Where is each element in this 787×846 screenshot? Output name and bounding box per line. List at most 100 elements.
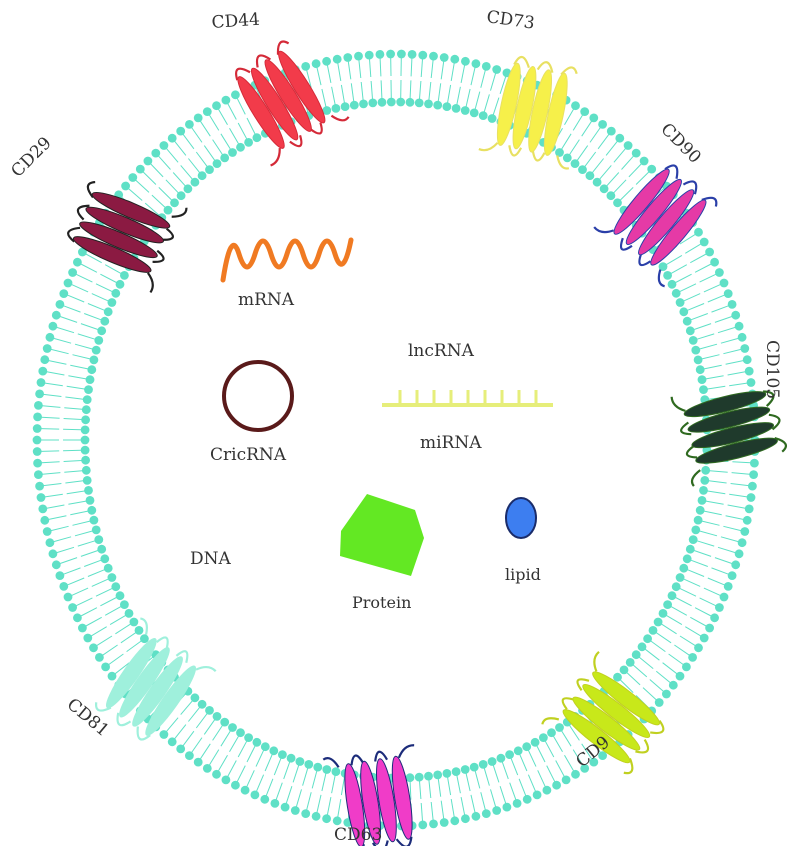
lipid-head-inner [81, 455, 90, 465]
lipid-head-outer [101, 662, 110, 672]
lipid-tail [220, 133, 231, 150]
lipid-head-inner [414, 98, 424, 108]
protein-strand [683, 391, 767, 418]
lipid-tail [227, 760, 237, 777]
lipid-head-inner [496, 753, 506, 763]
lipid-tail [420, 802, 423, 821]
lipid-tail [302, 768, 309, 786]
membrane-protein-cd90 [593, 164, 718, 288]
lipid-tail [91, 293, 109, 302]
lipid-head-inner [697, 375, 707, 384]
protein-strand [543, 72, 568, 156]
lipid-head-outer [202, 764, 212, 773]
lipid-tail [699, 597, 717, 607]
lipid-tail [46, 504, 65, 509]
lipid-tail [613, 179, 627, 194]
lipid-head-outer [744, 366, 754, 376]
lipid-tail [95, 587, 113, 597]
lipid-head-outer [719, 592, 729, 602]
lipid-head-inner [695, 365, 705, 375]
lipid-tail [275, 782, 283, 800]
lipid-head-inner [487, 757, 497, 766]
lipid-tail [50, 348, 69, 355]
lipid-head-inner [252, 133, 262, 143]
lipid-head-inner [663, 271, 672, 280]
lipid-tail [544, 740, 555, 758]
lipid-head-inner [433, 100, 443, 110]
lipid-tail [358, 60, 362, 79]
lipid-tail [620, 679, 634, 693]
lipid-head-inner [451, 104, 461, 113]
lipid-tail [229, 735, 239, 753]
lipid-head-inner [693, 515, 703, 525]
lipid-head-outer [231, 780, 240, 790]
lipid-head-inner [505, 750, 514, 759]
lipid-tail [509, 782, 517, 800]
lipid-head-outer [615, 133, 625, 143]
lipid-tail [727, 504, 746, 509]
lipid-head-inner [433, 770, 443, 780]
lipid-head-outer [73, 613, 82, 623]
lipid-tail [440, 800, 445, 819]
lipid-head-outer [45, 332, 55, 342]
lipid-head-outer [221, 775, 231, 785]
lipid-tail [584, 151, 597, 167]
lipid-head-outer [212, 101, 221, 111]
lipid-tail [347, 61, 352, 80]
lipid-tail [158, 155, 171, 170]
lipid-tail [670, 606, 688, 616]
lipid-head-outer [51, 560, 61, 570]
lipid-head-outer [33, 412, 42, 422]
lipid-head-inner [691, 345, 701, 355]
lipid-head-outer [260, 794, 270, 804]
lipid-head-inner [220, 153, 230, 163]
lipid-tail [655, 670, 671, 683]
lipid-tail [569, 725, 580, 741]
lipid-tail [666, 254, 683, 266]
lipid-head-outer [688, 653, 697, 662]
lipid-tail [447, 777, 452, 796]
lipid-head-outer [439, 818, 449, 827]
lipid-tail [605, 140, 618, 156]
lipid-head-inner [578, 165, 587, 175]
lipid-tail [188, 707, 200, 722]
lipid-head-inner [682, 316, 692, 326]
lipid-head-outer [354, 51, 363, 61]
lipid-tail [220, 730, 231, 747]
lipid-tail [166, 148, 179, 163]
lipid-head-inner [120, 600, 129, 609]
lipid-tail [120, 632, 136, 644]
lipid-head-outer [250, 790, 260, 800]
lipid-tail [370, 80, 373, 100]
lipid-tail [480, 792, 486, 810]
lipid-head-inner [89, 355, 99, 365]
lipid-head-inner [679, 563, 689, 573]
lipid-tail [53, 536, 72, 543]
mrna-wave-icon [220, 237, 354, 283]
lipid-tail [546, 765, 556, 782]
lipid-tail [283, 761, 291, 780]
lipid-tail [180, 165, 193, 180]
lipid-tail [490, 789, 497, 807]
lipid-head-outer [40, 355, 50, 365]
lipid-head-outer [55, 571, 65, 580]
lipid-tail [714, 316, 733, 323]
lipid-tail [589, 127, 601, 143]
lipid-tail [569, 139, 580, 155]
lipid-head-outer [705, 623, 714, 633]
lipid-tail [87, 303, 105, 311]
lipid-head-inner [111, 288, 121, 298]
lipid-tail [666, 614, 683, 626]
lipid-tail [96, 635, 113, 647]
lipid-head-outer [429, 51, 438, 61]
lipid-tail [447, 84, 452, 103]
lipid-tail [670, 264, 688, 274]
lipid-head-outer [176, 744, 186, 754]
protein-loops [478, 55, 578, 170]
lipid-tail [114, 662, 130, 675]
lipid-head-inner [340, 102, 350, 111]
lipid-head-outer [34, 470, 43, 479]
lipid-tail [84, 313, 102, 321]
lipid-tail [91, 626, 107, 637]
lipid-head-outer [418, 820, 428, 830]
